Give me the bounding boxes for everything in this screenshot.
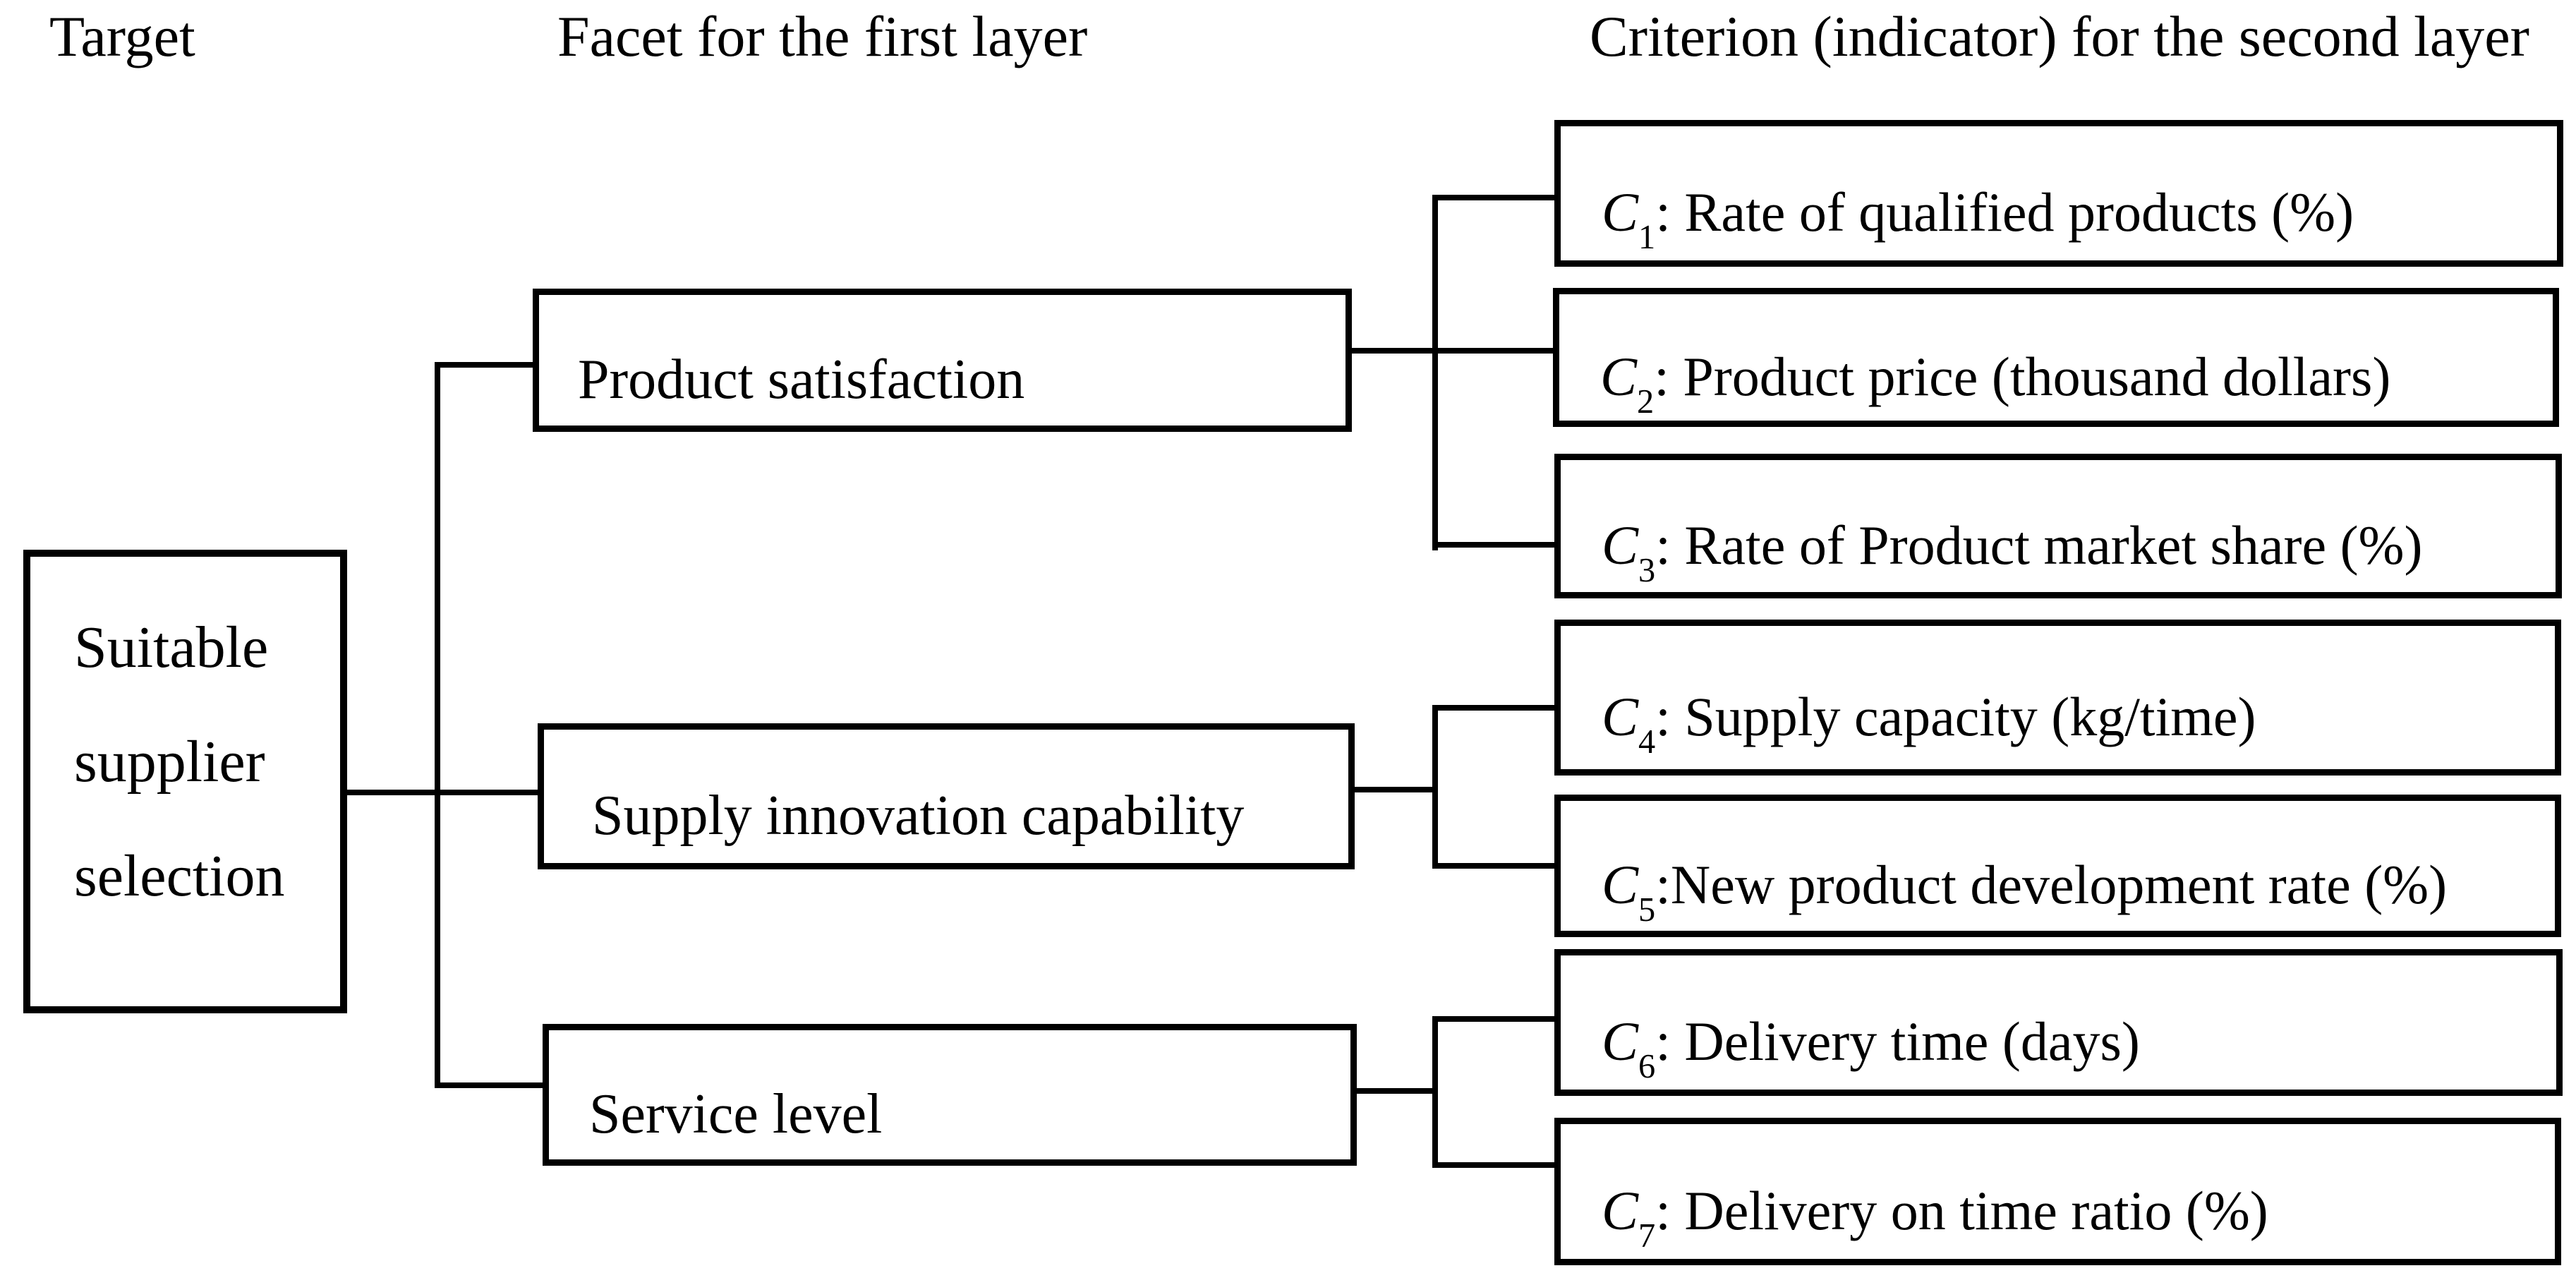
- connector-target-to-trunk-line: [344, 790, 540, 795]
- connector-supply-innovation-to-trunk-line: [1352, 787, 1438, 792]
- criterion-node-c7: C7: Delivery on time ratio (%): [1554, 1118, 2561, 1265]
- criterion-subscript: 1: [1638, 219, 1656, 257]
- criterion-subscript: 5: [1638, 891, 1656, 929]
- criterion-node-c5: C5:New product development rate (%): [1554, 795, 2561, 937]
- target-node-line: supplier: [74, 729, 265, 795]
- connector-branch-c6-line: [1432, 1016, 1557, 1022]
- target-node-line: selection: [74, 843, 285, 909]
- facet-node-label: Service level: [589, 1082, 883, 1145]
- criterion-node-c6: C6: Delivery time (days): [1554, 949, 2563, 1096]
- facet-node-label: Supply innovation capability: [592, 784, 1245, 847]
- criterion-symbol: C: [1600, 345, 1638, 407]
- criterion-symbol: C: [1602, 514, 1639, 576]
- connector-branch-c4-line: [1432, 705, 1557, 711]
- criterion-text: : Product price (thousand dollars): [1654, 345, 2391, 407]
- criterion-symbol: C: [1602, 1010, 1639, 1072]
- connector-product-satisfaction-to-c2-line: [1349, 348, 1557, 354]
- criterion-node-label: C7: Delivery on time ratio (%): [1561, 1179, 2268, 1253]
- criterion-text: : Delivery time (days): [1655, 1010, 2140, 1072]
- column-header-facet: Facet for the first layer: [557, 4, 1088, 68]
- criterion-text: : Rate of qualified products (%): [1655, 181, 2354, 243]
- criterion-node-label: C4: Supply capacity (kg/time): [1561, 685, 2256, 759]
- connector-service-level-to-trunk-line: [1354, 1088, 1438, 1094]
- connector-branch-service-level-line: [435, 1082, 545, 1088]
- criterion-text: : Delivery on time ratio (%): [1655, 1179, 2268, 1241]
- criterion-node-c3: C3: Rate of Product market share (%): [1554, 454, 2562, 598]
- criterion-text: : Supply capacity (kg/time): [1655, 685, 2256, 747]
- criterion-node-label: C1: Rate of qualified products (%): [1561, 185, 2354, 255]
- criterion-node-c4: C4: Supply capacity (kg/time): [1554, 620, 2561, 776]
- facet-node-label: Product satisfaction: [578, 348, 1025, 411]
- criterion-subscript: 2: [1637, 382, 1655, 421]
- criterion-node-label: C6: Delivery time (days): [1561, 1014, 2140, 1084]
- connector-facet-trunk-line: [435, 362, 440, 1088]
- facet-node-supply-innovation-capability: Supply innovation capability: [538, 723, 1355, 869]
- criterion-node-c1: C1: Rate of qualified products (%): [1554, 120, 2563, 267]
- facet-node-product-satisfaction: Product satisfaction: [533, 289, 1352, 432]
- criterion-node-label: C5:New product development rate (%): [1561, 854, 2448, 927]
- target-node-line: Suitable: [74, 615, 269, 680]
- criterion-subscript: 3: [1638, 551, 1656, 589]
- criterion-symbol: C: [1602, 1179, 1639, 1241]
- target-node: Suitable supplier selection: [23, 550, 347, 1013]
- facet-node-service-level: Service level: [543, 1024, 1357, 1166]
- criterion-text: : Rate of Product market share (%): [1655, 514, 2423, 576]
- criterion-node-c2: C2: Product price (thousand dollars): [1553, 288, 2559, 427]
- criterion-node-label: C2: Product price (thousand dollars): [1559, 345, 2391, 418]
- criterion-subscript: 4: [1638, 723, 1656, 761]
- criterion-symbol: C: [1602, 685, 1639, 747]
- criterion-text: :New product development rate (%): [1655, 854, 2448, 915]
- column-header-target: Target: [49, 4, 195, 68]
- criterion-subscript: 6: [1638, 1048, 1656, 1086]
- connector-branch-c1-line: [1432, 195, 1557, 200]
- connector-branch-c7-line: [1432, 1162, 1557, 1168]
- criterion-node-label: C3: Rate of Product market share (%): [1561, 517, 2423, 587]
- criterion-symbol: C: [1602, 181, 1639, 243]
- criterion-symbol: C: [1602, 854, 1639, 915]
- connector-branch-c3-line: [1432, 542, 1557, 548]
- connector-branch-c5-line: [1432, 863, 1557, 869]
- column-header-criterion: Criterion (indicator) for the second lay…: [1590, 4, 2529, 68]
- connector-criterion-trunk-3-line: [1432, 1016, 1438, 1168]
- connector-branch-product-satisfaction-line: [435, 362, 536, 368]
- criterion-subscript: 7: [1638, 1217, 1656, 1255]
- connector-criterion-trunk-2-line: [1432, 705, 1438, 869]
- connector-criterion-trunk-1-line: [1432, 195, 1438, 550]
